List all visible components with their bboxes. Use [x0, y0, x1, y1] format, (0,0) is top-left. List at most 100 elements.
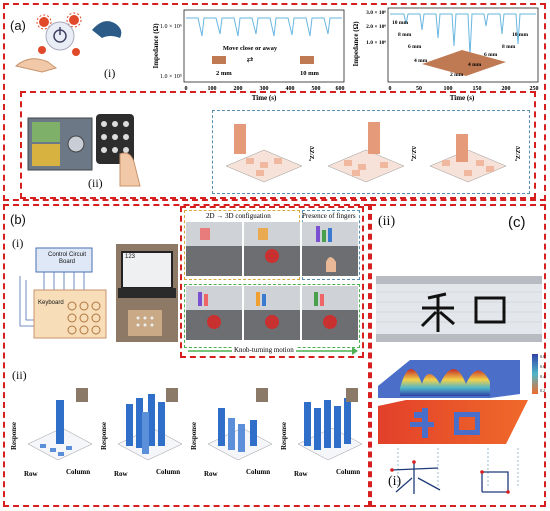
thumbnail-L	[256, 388, 268, 402]
bar-chart-3d-1: ΔZ/Z₀	[225, 124, 314, 183]
impedance-chart-1: Move close or away ⇄ 2 mm 10 mm 1.0 × 10…	[152, 9, 345, 102]
impedance-line-1	[186, 17, 342, 37]
video-footer-label: Knob-turning motion	[232, 346, 296, 354]
video-frames-frame	[180, 206, 364, 358]
bar-tall	[368, 122, 380, 154]
bar-chart-3d-2: ΔZ/Z₀	[327, 122, 416, 183]
cash-stack	[32, 122, 60, 142]
stroke-trajectory-diagram	[390, 448, 519, 494]
panel-b-sub-i: (i)	[12, 236, 24, 250]
panel-c-label: (c)	[508, 214, 526, 231]
bar-tall	[234, 124, 246, 154]
response-chart-2: Response Row Column	[100, 388, 183, 478]
chart2-ytick-0: 3.0 × 10⁶	[366, 10, 386, 16]
keyboard-label: Keyboard	[38, 300, 64, 306]
laptop-keyboard	[118, 288, 176, 298]
response-chart-4: Response Row Column	[280, 388, 363, 478]
virus-icon-4	[72, 48, 80, 56]
chart2-xtick-3: 150	[473, 86, 482, 92]
panel-b-sub-ii: (ii)	[12, 368, 27, 382]
bar-axis-label-1: ΔZ/Z₀	[308, 146, 314, 161]
video-frames-grid	[186, 222, 358, 340]
character-he-2	[474, 296, 506, 324]
response-chart-3: Response Row Column	[190, 388, 273, 478]
panel-c-frame	[370, 204, 546, 507]
electrode-right	[300, 56, 314, 64]
chart2-xtick-2: 100	[444, 86, 453, 92]
chart2-label-1: 8 mm	[398, 32, 412, 38]
gold-bars	[32, 144, 60, 166]
chart2-label-3: 4 mm	[414, 58, 428, 64]
chart2-label-5: 10 mm	[512, 32, 528, 38]
chart1-ytick-1: 1.0 × 10⁵	[160, 74, 182, 80]
chart2-xtick-4: 200	[502, 86, 511, 92]
colorbar-tick-1: 0.6	[540, 364, 545, 369]
sensor-dome	[45, 21, 75, 51]
panel-a-frame	[3, 3, 546, 201]
chart2-label-0: 10 mm	[392, 20, 408, 26]
chart2-xtick-1: 50	[416, 86, 422, 92]
bar-tall	[456, 134, 468, 162]
chart1-xtick-4: 400	[286, 86, 295, 92]
keyboard-pads	[67, 301, 101, 335]
colorbar-tick-3: 0.2	[540, 388, 545, 393]
electrode-stack	[422, 50, 506, 76]
chart2-label-6: 8 mm	[502, 44, 516, 50]
character-he-1	[420, 292, 455, 332]
bar-tall	[56, 400, 64, 444]
stroke-arrows-2	[481, 471, 509, 493]
chart1-xlabel: Time (s)	[252, 94, 277, 102]
chart1-xtick-0: 0	[185, 86, 188, 92]
panel-c-sub-ii: (ii)	[378, 214, 396, 229]
chart1-xtick-6: 600	[336, 86, 345, 92]
axis-column-1: Column	[66, 468, 90, 476]
safe-illustration	[27, 114, 141, 187]
stroke-arrows-1	[391, 462, 441, 494]
chart2-ytick-1: 2.0 × 10⁶	[366, 24, 386, 30]
chart2-ytick-2: 1.0 × 10⁶	[366, 40, 386, 46]
video-header-right: Presence of fingers	[302, 212, 356, 220]
chart1-label-right: 10 mm	[300, 70, 320, 77]
red-knob	[265, 249, 279, 263]
colorbar-tick-0: 0.8	[540, 354, 545, 359]
axis-column-2: Column	[156, 468, 180, 476]
colorbar	[532, 354, 538, 394]
glove-hand-icon	[92, 21, 122, 38]
virus-icon-1	[36, 14, 52, 30]
bar-axis-label-2: ΔZ/Z₀	[410, 146, 416, 161]
electrode-left	[212, 56, 226, 64]
chart2-xtick-5: 250	[530, 86, 539, 92]
thumbnail-7	[166, 388, 178, 402]
swap-arrows-icon: ⇄	[247, 55, 254, 64]
handwriting-photo	[376, 276, 542, 342]
axis-response-3: Response	[190, 422, 198, 450]
video-row-1	[186, 222, 358, 276]
impedance-line-2	[390, 13, 536, 57]
panel-a-sub-i: (i)	[104, 66, 116, 80]
flat-map	[378, 400, 528, 444]
chart2-label-4: 2 mm	[450, 72, 464, 78]
chart2-ylabel: Impedance (Ω)	[352, 21, 360, 67]
finger-hand-icon	[119, 152, 141, 187]
pressure-3d-map: 0.8 0.6 0.4 0.2	[378, 354, 545, 444]
chart1-ylabel: Impedance (Ω)	[152, 23, 160, 69]
wires	[19, 272, 85, 327]
video-header-left: 2D → 3D configuation	[206, 212, 271, 220]
axis-column-3: Column	[246, 468, 270, 476]
response-chart-1: Response Row Column	[10, 388, 93, 478]
laptop-photo	[116, 244, 178, 342]
circuit-schematic	[19, 247, 107, 339]
screen-text: 123	[125, 254, 136, 260]
thumbnail-U	[346, 388, 358, 402]
thumbnail-dot	[76, 388, 88, 402]
panel-b-frame	[3, 204, 370, 507]
colorbar-tick-2: 0.4	[540, 374, 545, 379]
control-board	[35, 247, 93, 273]
chart1-xtick-3: 300	[260, 86, 269, 92]
chart1-xtick-1: 100	[208, 86, 217, 92]
chart2-xlabel: Time (s)	[450, 94, 475, 102]
axis-row-2: Row	[114, 470, 129, 478]
panel-a-sub-ii: (ii)	[88, 176, 103, 190]
axis-row-1: Row	[24, 470, 39, 478]
flat-map-character	[410, 408, 480, 438]
